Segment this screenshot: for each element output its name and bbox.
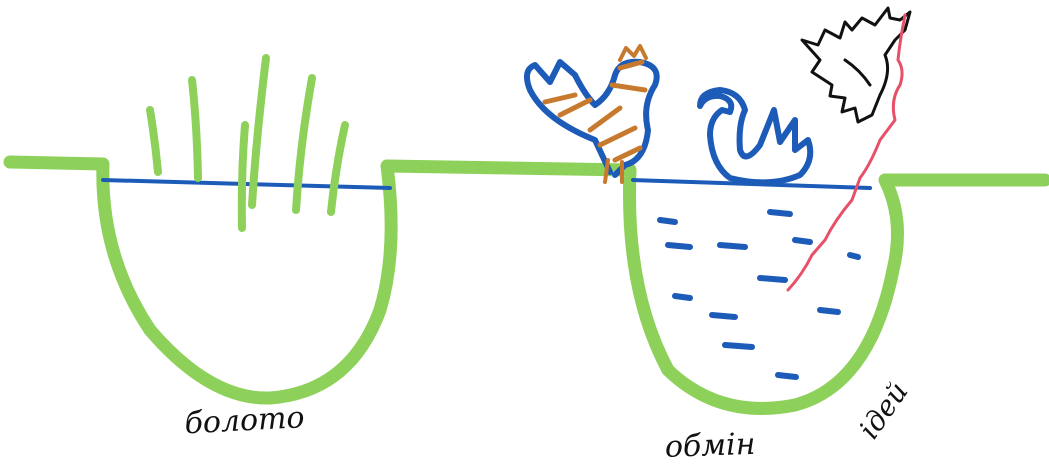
ground-line — [10, 162, 1045, 408]
lightning-crack-icon — [788, 15, 905, 290]
label-exchange: обмін — [664, 427, 756, 465]
exchange-pond — [633, 180, 870, 377]
swan-icon — [700, 90, 810, 182]
swamp — [103, 58, 390, 228]
swamp-water-surface — [103, 180, 390, 188]
grass-blades-icon — [150, 58, 345, 228]
label-swamp: болото — [184, 400, 306, 441]
rooster-icon — [527, 46, 657, 182]
label-ideas: ідей — [852, 376, 914, 445]
